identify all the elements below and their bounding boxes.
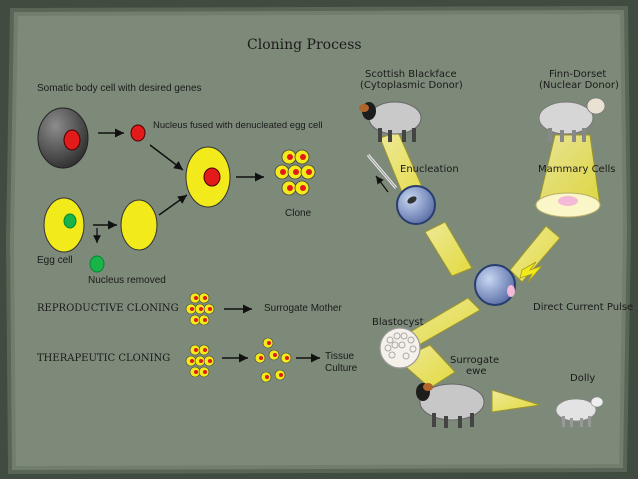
enucleation-label: Enucleation	[400, 164, 459, 175]
nuclear-donor-label: (Nuclear Donor)	[539, 80, 619, 91]
enucleation-egg	[396, 185, 436, 225]
therapeutic-cluster	[185, 344, 215, 378]
cytoplasmic-donor-label: (Cytoplasmic Donor)	[360, 80, 463, 91]
isolated-nucleus	[130, 124, 146, 142]
direct-current-pulse-label: Direct Current Pulse	[533, 302, 634, 313]
page-title: Cloning Process	[247, 37, 362, 53]
therapeutic-cloning-label: THERAPEUTIC CLONING	[37, 353, 171, 364]
removed-nucleus	[89, 255, 105, 273]
beam-ewe-to-dolly	[491, 389, 541, 413]
scottish-blackface-label: Scottish Blackface	[365, 69, 457, 80]
egg-nucleus	[63, 213, 77, 229]
denucleated-egg-cell	[120, 199, 158, 251]
dolly-label: Dolly	[570, 373, 596, 384]
finn-dorset-sheep	[538, 97, 606, 142]
arrow-nucleus-to-fused	[149, 144, 184, 171]
beam-egg-to-fusion	[424, 221, 473, 277]
surrogate-label: Surrogate	[450, 355, 500, 366]
mammary-cells-label: Mammary Cells	[538, 164, 616, 175]
ewe-label: ewe	[466, 366, 487, 377]
egg-cell-label: Egg cell	[37, 255, 73, 266]
reproductive-cloning-label: REPRODUCTIVE CLONING	[37, 303, 179, 314]
beam-mammary-to-fusion	[509, 225, 561, 283]
fused-nucleus	[203, 167, 221, 187]
egg-cell	[43, 197, 85, 253]
somatic-nucleus	[63, 129, 81, 151]
fused-egg	[474, 264, 516, 306]
blastocyst	[379, 327, 421, 369]
somatic-cell-label: Somatic body cell with desired genes	[37, 83, 202, 94]
pipette-arrow	[375, 175, 389, 193]
clone-cluster	[274, 149, 316, 196]
surrogate-mother-label: Surrogate Mother	[264, 303, 342, 314]
fused-label: Nucleus fused with denucleated egg cell	[153, 120, 323, 131]
reproductive-cluster	[185, 292, 215, 326]
lightning-bolt	[519, 261, 544, 283]
somatic-cell	[37, 107, 89, 169]
board-edge-shade	[5, 5, 632, 475]
scottish-blackface-sheep	[359, 101, 422, 142]
board-background	[10, 10, 627, 470]
dolly-sheep	[555, 396, 604, 427]
clone-label: Clone	[285, 208, 312, 219]
dispersed-cells	[254, 337, 292, 383]
nucleus-removed-label: Nucleus removed	[88, 275, 166, 286]
arrow-denucleated-to-fused	[158, 194, 188, 216]
tissue-culture-label: Tissue Culture	[325, 351, 358, 374]
surrogate-ewe-sheep	[416, 383, 485, 428]
finn-dorset-label: Finn-Dorset	[549, 69, 607, 80]
blastocyst-label: Blastocyst	[372, 317, 424, 328]
